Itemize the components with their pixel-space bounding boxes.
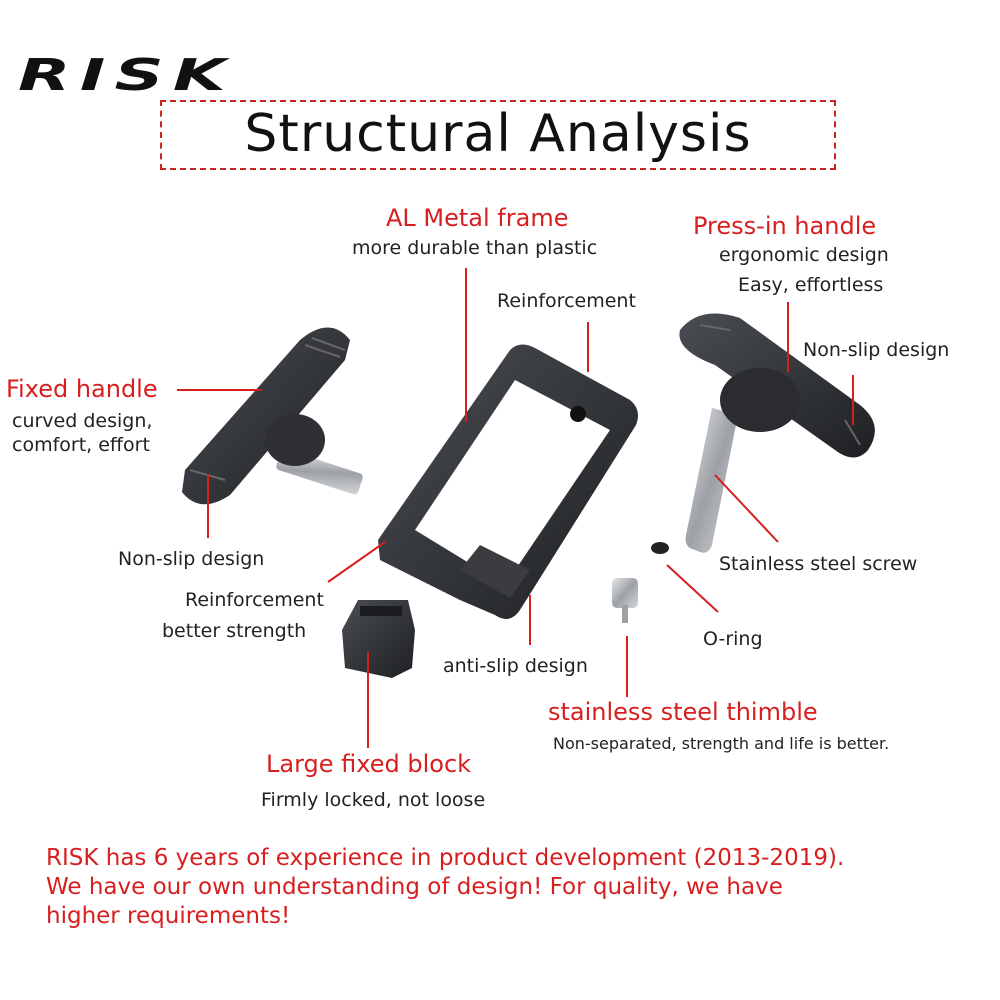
press-handle-part <box>651 313 875 554</box>
o-ring-label: O-ring <box>703 628 763 650</box>
footer-text: RISK has 6 years of experience in produc… <box>46 844 986 931</box>
fixed-block-part <box>342 600 415 678</box>
non-slip-right-label: Non-slip design <box>803 339 950 361</box>
reinforcement-bottom-desc: better strength <box>162 620 307 642</box>
risk-logo: RISK <box>18 50 236 101</box>
page-title: Structural Analysis <box>244 104 752 164</box>
press-handle-desc1: ergonomic design <box>719 244 889 266</box>
reinforcement-top-label: Reinforcement <box>497 290 636 312</box>
reinforcement-bottom-label: Reinforcement <box>185 589 324 611</box>
footer-line-3: higher requirements! <box>46 903 291 929</box>
title-frame <box>160 100 836 170</box>
thimble-part <box>612 578 638 623</box>
thimble-desc: Non-separated, strength and life is bett… <box>553 734 890 753</box>
al-frame-part <box>378 344 638 619</box>
fixed-handle-desc2: comfort, effort <box>12 434 150 456</box>
footer-line-1: RISK has 6 years of experience in produc… <box>46 845 845 871</box>
press-handle-title: Press-in handle <box>693 212 877 240</box>
thimble-title: stainless steel thimble <box>548 698 818 726</box>
leader-lines <box>177 268 854 748</box>
al-frame-desc: more durable than plastic <box>352 237 598 259</box>
fixed-handle-desc1: curved design, <box>12 410 153 432</box>
fixed-handle-title: Fixed handle <box>6 375 158 403</box>
fixed-block-title: Large fixed block <box>266 750 472 778</box>
anti-slip-label: anti-slip design <box>443 655 588 677</box>
stainless-screw-label: Stainless steel screw <box>719 553 918 575</box>
press-handle-desc2: Easy, effortless <box>738 274 884 296</box>
footer-line-2: We have our own understanding of design!… <box>46 874 783 900</box>
fixed-handle-part <box>182 327 363 505</box>
al-frame-title: AL Metal frame <box>386 204 569 232</box>
non-slip-left-label: Non-slip design <box>118 548 265 570</box>
fixed-block-desc: Firmly locked, not loose <box>261 789 486 811</box>
